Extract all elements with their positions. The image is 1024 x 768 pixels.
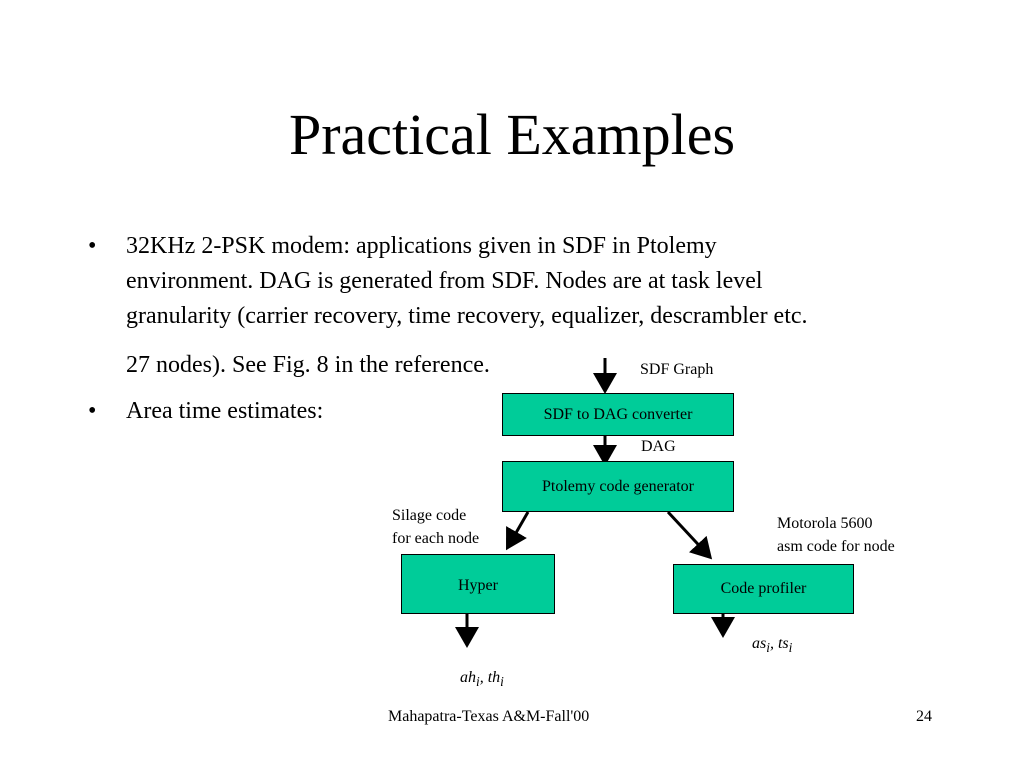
hyper-output-label: ahi, thi	[460, 667, 504, 693]
bullet-1-line-3: granularity (carrier recovery, time reco…	[126, 303, 808, 329]
profiler-output-label: asi, tsi	[752, 633, 792, 659]
arrow-generator-to-profiler	[666, 510, 713, 560]
sdf-graph-label: SDF Graph	[640, 361, 714, 378]
motorola-label-line-2: asm code for node	[777, 538, 895, 555]
profiler-output-var-2: ts	[777, 635, 789, 652]
profiler-output-sub-1: i	[766, 640, 770, 656]
dag-label: DAG	[641, 438, 676, 455]
motorola-label-line-1: Motorola 5600	[777, 515, 873, 532]
hyper-box: Hyper	[401, 554, 555, 614]
page-number: 24	[916, 708, 932, 725]
bullet-marker: •	[88, 398, 97, 424]
hyper-output-var-2: th	[487, 669, 501, 686]
bullet-1-line-4: 27 nodes). See Fig. 8 in the reference.	[126, 352, 490, 378]
hyper-output-sub-2: i	[500, 674, 504, 690]
bullet-marker: •	[88, 233, 97, 259]
bullet-1-line-1: 32KHz 2-PSK modem: applications given in…	[126, 233, 717, 259]
silage-label-line-1: Silage code	[392, 507, 467, 524]
bullet-1-line-2: environment. DAG is generated from SDF. …	[126, 268, 763, 294]
hyper-output-var-1: ah	[460, 669, 476, 686]
silage-label-line-2: for each node	[392, 530, 480, 547]
ptolemy-code-generator-box: Ptolemy code generator	[502, 461, 734, 512]
hyper-output-sub-1: i	[476, 674, 480, 690]
arrow-generator-to-hyper	[506, 511, 530, 551]
slide-title: Practical Examples	[288, 102, 736, 167]
hyper-output-sep: ,	[479, 669, 488, 686]
bullet-2-line-1: Area time estimates:	[126, 398, 324, 424]
sdf-to-dag-converter-box: SDF to DAG converter	[502, 393, 734, 436]
profiler-output-sep: ,	[769, 635, 778, 652]
profiler-output-sub-2: i	[788, 640, 793, 656]
code-profiler-box: Code profiler	[673, 564, 854, 614]
footer-credit: Mahapatra-Texas A&M-Fall'00	[388, 708, 590, 725]
profiler-output-var-1: as	[752, 635, 767, 652]
